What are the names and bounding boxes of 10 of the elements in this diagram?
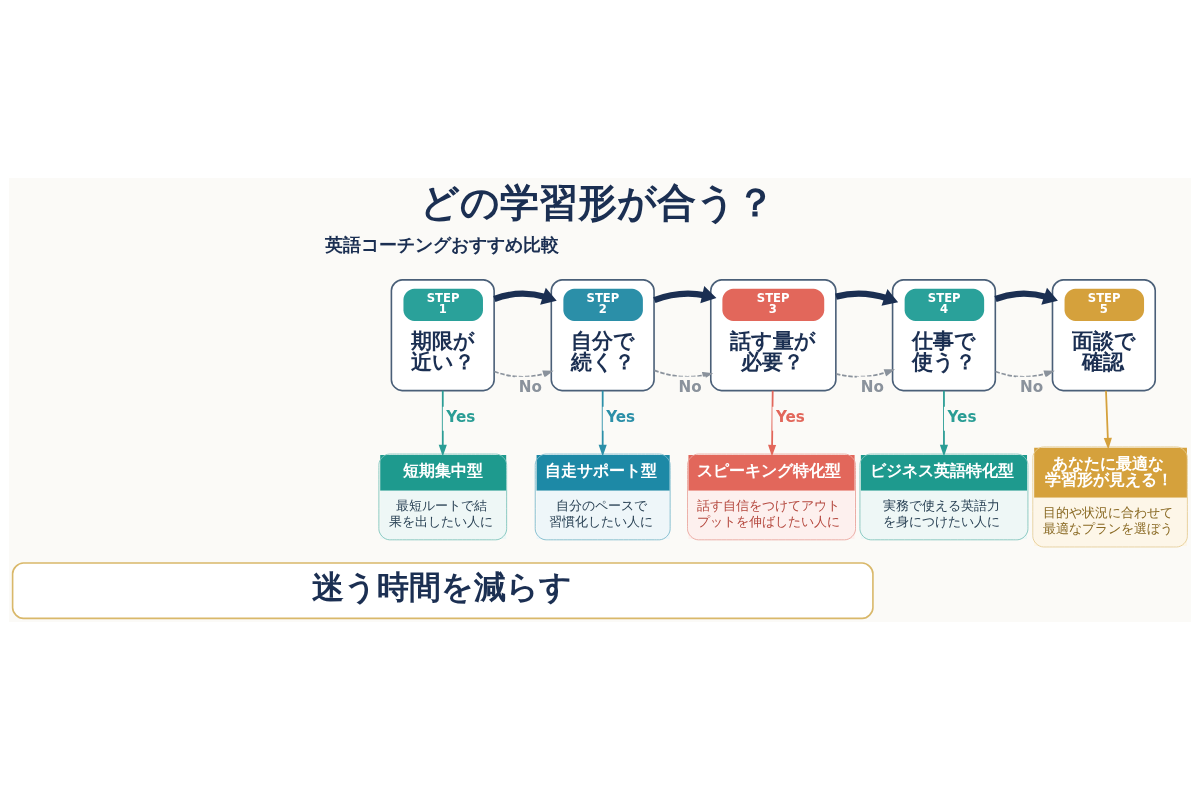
edge-label: Yes <box>446 407 476 426</box>
label: 英語コーチングおすすめ比較 <box>324 234 559 256</box>
edge-label: Yes <box>606 407 636 426</box>
edge-label: Yes <box>775 407 805 426</box>
edge-label: Yes <box>947 407 977 426</box>
diagram-title: どの学習形が合う？ <box>420 179 776 225</box>
edge-label: No <box>1019 378 1044 397</box>
edge-label: No <box>518 378 542 397</box>
edge-label: No <box>860 377 884 396</box>
edge-label: No <box>678 377 702 396</box>
